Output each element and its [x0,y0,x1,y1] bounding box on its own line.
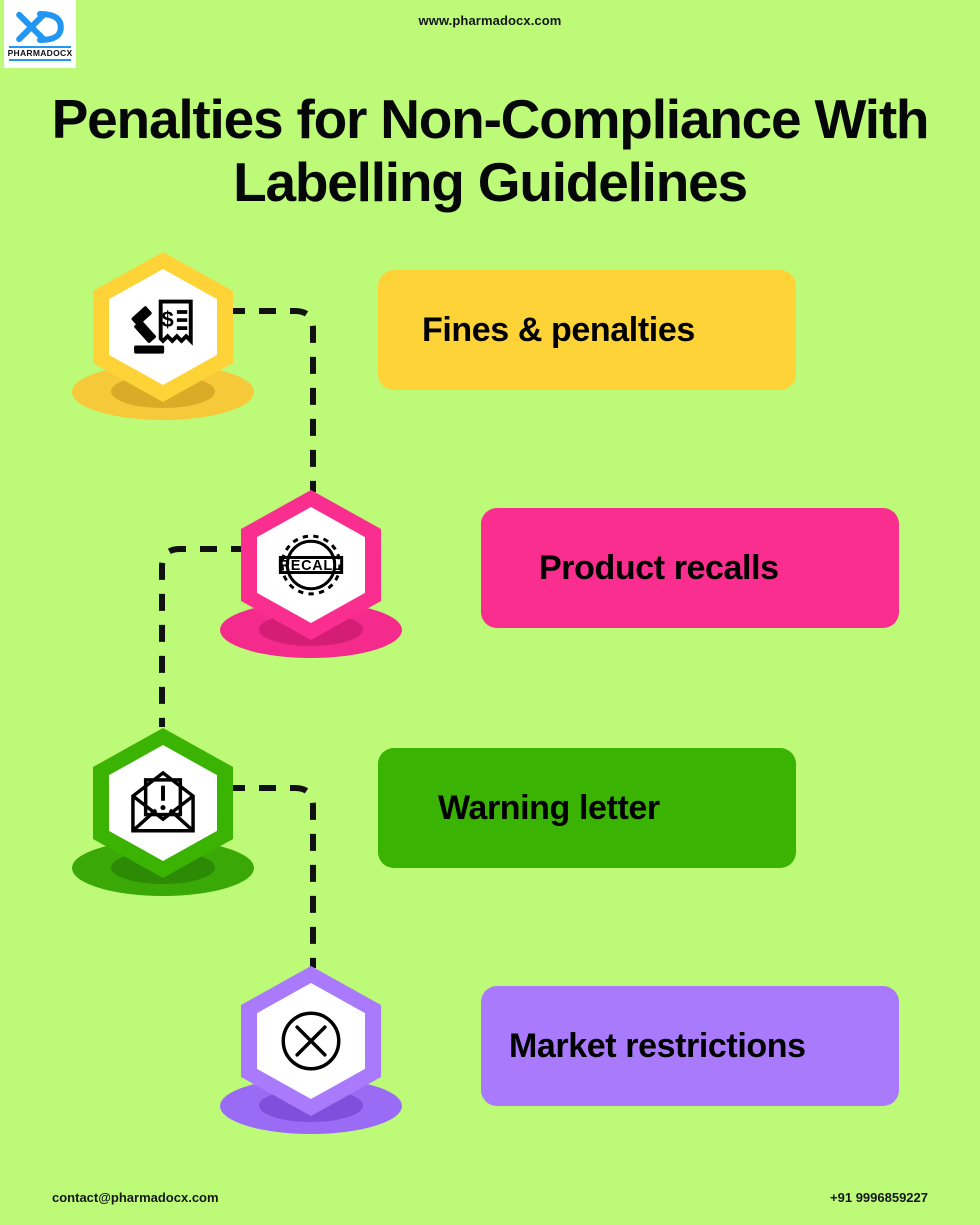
footer-phone[interactable]: +91 9996859227 [830,1190,928,1205]
logo-rule-bottom [9,59,71,62]
icon-badge-market[interactable] [220,966,402,1136]
label-card-fines[interactable]: Fines & penalties [378,270,796,390]
hexagon-frame [233,966,389,1116]
label-card-text: Fines & penalties [422,310,695,349]
icon-badge-fines[interactable]: $ [72,252,254,422]
label-card-text: Warning letter [438,788,660,827]
icon-badge-recalls[interactable]: RECALL [220,490,402,660]
logo-wordmark: PHARMADOCX [7,48,73,59]
label-card-recalls[interactable]: Product recalls [481,508,899,628]
svg-text:$: $ [162,307,174,332]
label-card-text: Market restrictions [509,1026,806,1065]
hexagon-frame: RECALL [233,490,389,640]
brand-logo[interactable]: PHARMADOCX [4,0,76,68]
page-title: Penalties for Non-Compliance With Labell… [51,88,930,214]
icon-badge-warning[interactable] [72,728,254,898]
logo-rule-top [9,46,71,49]
svg-text:RECALL: RECALL [280,558,343,574]
hexagon-frame [85,728,241,878]
label-card-warning[interactable]: Warning letter [378,748,796,868]
hexagon-frame: $ [85,252,241,402]
warning-envelope-icon [131,770,195,833]
label-card-market[interactable]: Market restrictions [481,986,899,1106]
site-url: www.pharmadocx.com [418,13,562,28]
gavel-invoice-icon: $ [131,299,193,354]
recall-stamp-icon: RECALL [278,534,344,596]
label-card-text: Product recalls [539,548,779,587]
footer-email[interactable]: contact@pharmadocx.com [52,1190,219,1205]
circle-x-icon [281,1011,341,1071]
xd-monogram-logo-icon [16,10,64,43]
